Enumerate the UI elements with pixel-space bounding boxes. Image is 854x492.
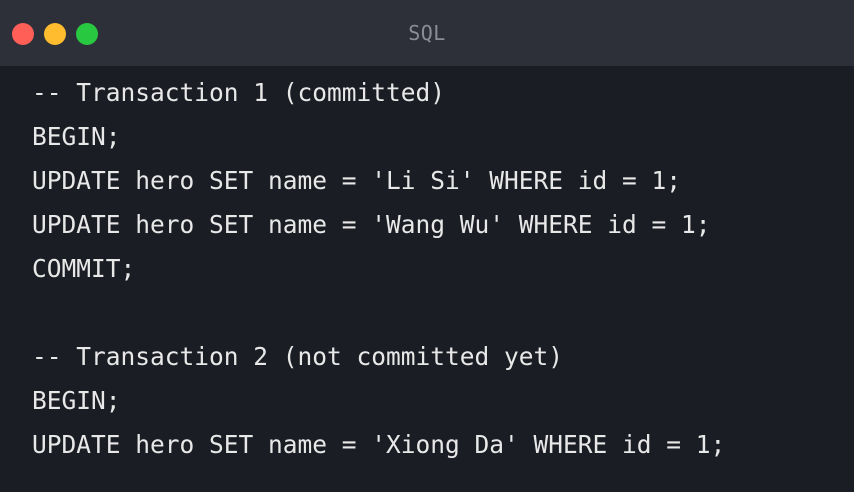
code-line-6 [32, 291, 725, 335]
maximize-button[interactable] [76, 23, 98, 45]
code-line-9: UPDATE hero SET name = 'Xiong Da' WHERE … [32, 430, 726, 459]
code-line-3: UPDATE hero SET name = 'Li Si' WHERE id … [32, 166, 682, 195]
code-line-4: UPDATE hero SET name = 'Wang Wu' WHERE i… [32, 210, 711, 239]
minimize-button[interactable] [44, 23, 66, 45]
close-button[interactable] [12, 23, 34, 45]
code-line-2: BEGIN; [32, 122, 121, 151]
code-line-5: COMMIT; [32, 254, 136, 283]
code-line-1: -- Transaction 1 (committed) [32, 78, 446, 107]
code-line-8: BEGIN; [32, 386, 121, 415]
window-controls [12, 23, 98, 45]
sql-code-block: -- Transaction 1 (committed) BEGIN; UPDATE… [32, 71, 725, 467]
window-titlebar: SQL [0, 0, 854, 66]
code-line-7: -- Transaction 2 (not committed yet) [32, 342, 564, 371]
window-title: SQL [408, 21, 446, 45]
